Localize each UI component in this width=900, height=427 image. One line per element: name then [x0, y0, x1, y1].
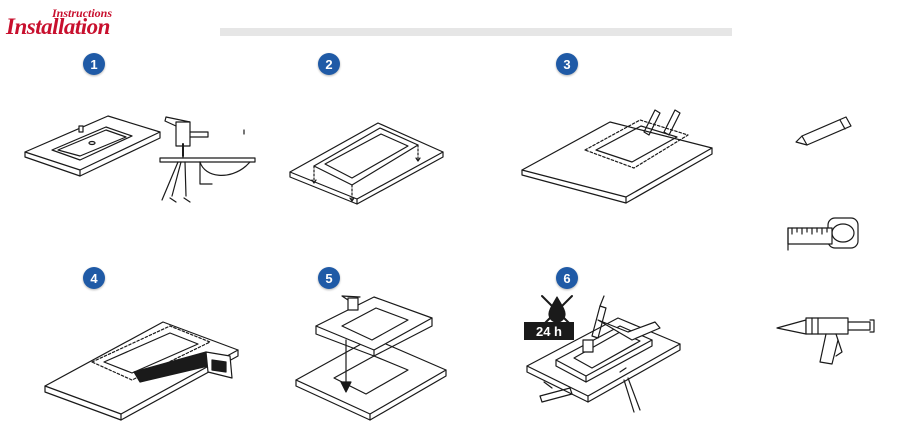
brand-subtitle: Instructions	[52, 6, 113, 20]
step-badge-1: 1	[83, 53, 105, 75]
cure-time-badge: 24 h	[524, 322, 574, 340]
step-badge-4: 4	[83, 267, 105, 289]
silicone-seal-icon	[526, 295, 681, 413]
step-badge-5: 5	[318, 267, 340, 289]
step-badge-2: 2	[318, 53, 340, 75]
sink-outline-icon	[289, 122, 444, 205]
header-divider	[220, 28, 732, 36]
step-badge-6: 6	[556, 267, 578, 289]
caulking-gun-icon	[776, 317, 875, 365]
marking-pencils-icon	[521, 109, 713, 204]
tape-measure-icon	[787, 217, 859, 251]
faucet-icon	[159, 116, 256, 203]
no-water-icon	[541, 295, 573, 327]
handsaw-icon	[44, 321, 239, 421]
countertop-sink-icon	[24, 115, 161, 177]
pencil-icon	[795, 116, 852, 146]
brand-title: Installation	[6, 14, 110, 39]
place-sink-icon	[295, 295, 447, 421]
brand-logo: Instructions Installation	[4, 2, 124, 42]
step-badge-3: 3	[556, 53, 578, 75]
